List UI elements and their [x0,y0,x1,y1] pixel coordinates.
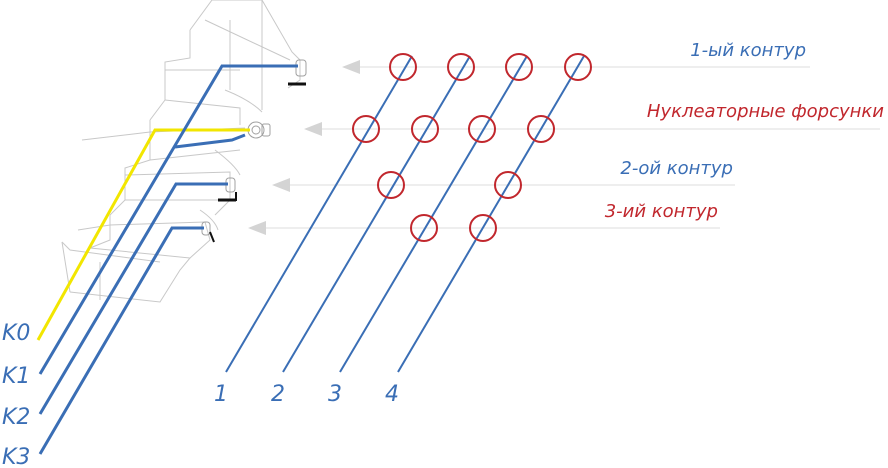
collector-label-k0: K0 [2,321,30,346]
fitting-circuit1 [288,59,307,86]
pipe-number-labels: 1 2 3 4 [214,382,399,407]
connection-circuit1-pipe4 [564,53,592,81]
pointer-arrows [248,60,880,235]
connection-circuit1-pipe2 [447,53,475,81]
supply-pipes [225,55,585,373]
supply-pipe-4 [397,55,585,373]
fitting-circuit2 [218,177,237,202]
connection-circuit3-pipe2 [410,214,438,242]
connection-circuit2-pipe2 [377,171,405,199]
supply-pipe-1 [225,55,413,373]
collector-pipe-k2 [38,182,228,415]
collector-labels: K0 K1 K2 K3 [2,321,30,468]
connection-circuit3-pipe3 [469,214,497,242]
collector-pipe-k3 [38,226,204,455]
pipe-label-1: 1 [214,382,228,407]
connection-circuit2-pipe4 [494,171,522,199]
collector-pipe-k1 [38,64,298,375]
collector-pipe-k1-branch [174,133,246,149]
arrow-nucleation [304,122,880,136]
connection-nucleation-pipe4 [527,115,555,143]
pipe-label-4: 4 [385,382,399,407]
label-nucleation: Нуклеаторные форсунки [647,101,884,122]
collector-label-k2: K2 [2,405,30,430]
pipe-label-2: 2 [271,382,285,407]
connection-circles [352,53,592,242]
collector-pipe-k0 [36,128,250,341]
supply-pipe-2 [282,55,471,373]
connection-nucleation-pipe3 [468,115,496,143]
pipe-label-3: 3 [328,382,342,407]
arrow-circuit2 [272,178,735,192]
collector-pipes [36,64,298,455]
connection-nucleation-pipe1 [352,115,380,143]
supply-pipe-3 [339,55,528,373]
collector-label-k1: K1 [2,364,30,389]
connection-circuit1-pipe1 [389,53,417,81]
arrow-circuit1 [342,60,810,74]
arrow-circuit3 [248,221,720,235]
circuit-labels: 1-ый контур Нуклеаторные форсунки 2-ой к… [605,40,885,222]
label-circuit2: 2-ой контур [620,158,733,179]
nozzle-assembly-drawing [61,0,307,303]
label-circuit3: 3-ий контур [605,201,718,222]
fitting-nucleation [247,121,271,139]
connection-circuit1-pipe3 [505,53,533,81]
connection-nucleation-pipe2 [411,115,439,143]
label-circuit1: 1-ый контур [690,40,806,61]
collector-label-k3: K3 [2,445,30,468]
